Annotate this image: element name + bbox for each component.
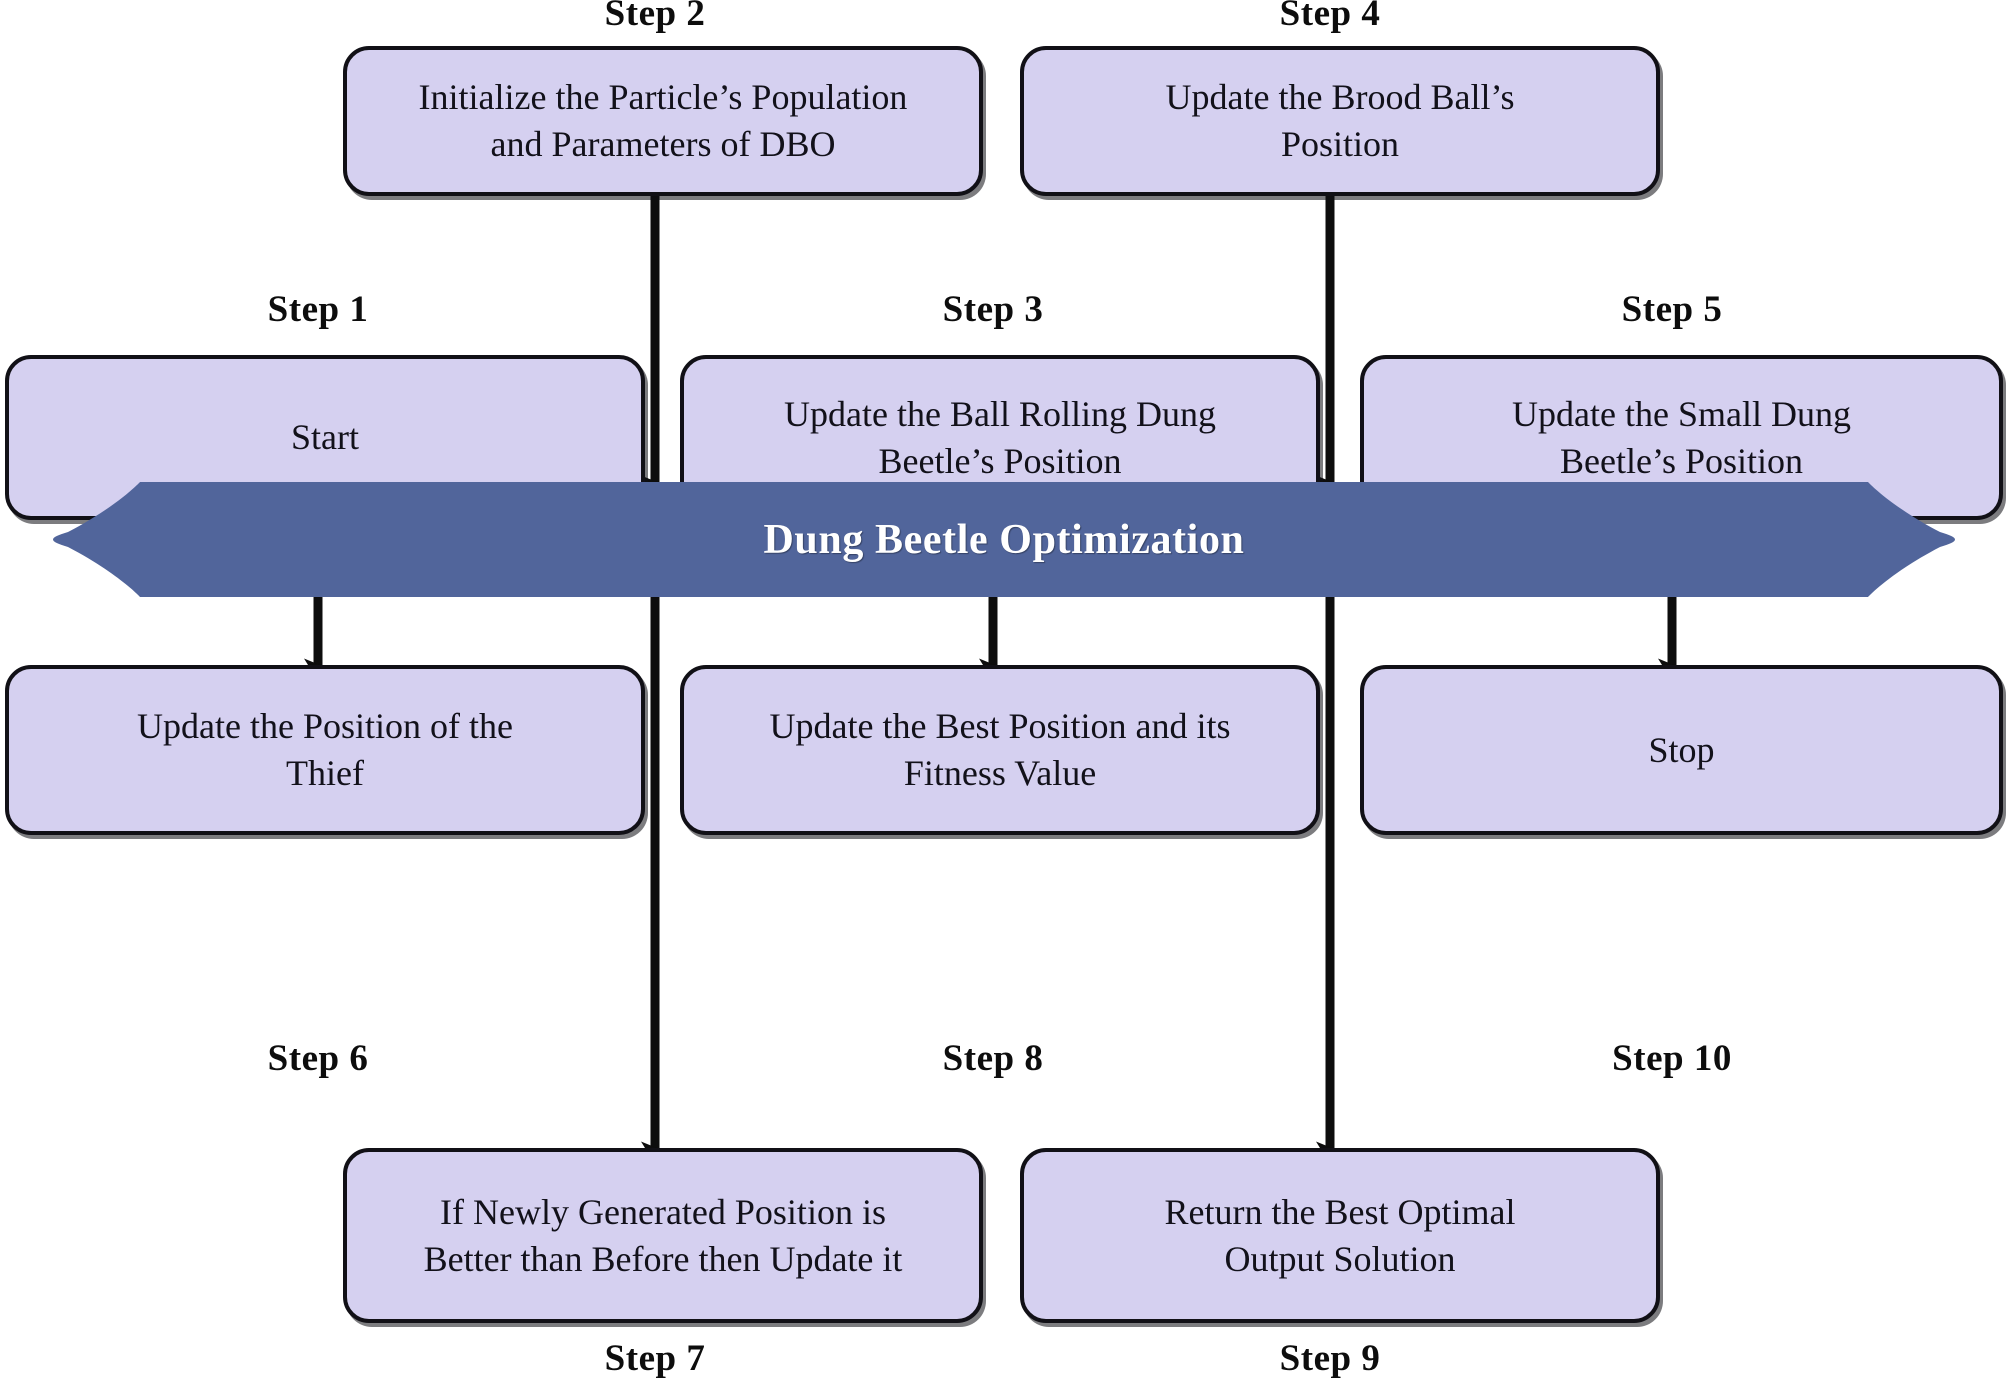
node-step2[interactable]: Initialize the Particle’s Population and… [343, 46, 983, 196]
node-step8-line2: Fitness Value [903, 753, 1097, 793]
node-step6[interactable]: Update the Position of the Thief [5, 665, 645, 835]
node-step10-line1: Stop [1648, 729, 1715, 770]
node-step5-line1: Update the Small Dung [1512, 393, 1851, 434]
node-step3-line1: Update the Ball Rolling Dung [784, 393, 1216, 434]
step-caption-step9: Step 9 [1279, 1338, 1381, 1379]
node-step9-line2: Output Solution [1224, 1238, 1456, 1279]
node-step7[interactable]: If Newly Generated Position is Better th… [343, 1148, 983, 1323]
node-step8[interactable]: Update the Best Position and its Fitness… [680, 665, 1320, 835]
node-step6-line1: Update the Position of the [137, 706, 513, 747]
node-step6-line2: Thief [286, 753, 364, 793]
node-step7-line1: If Newly Generated Position is [440, 1191, 886, 1232]
node-step2-line2: and Parameters of DBO [490, 124, 836, 164]
node-step9[interactable]: Return the Best Optimal Output Solution [1020, 1148, 1660, 1323]
node-step5-line2: Beetle’s Position [1560, 440, 1803, 481]
node-step10[interactable]: Stop [1360, 665, 2003, 835]
node-step3-line2: Beetle’s Position [878, 440, 1122, 481]
step-caption-step8: Step 8 [942, 1038, 1044, 1079]
step-caption-step1: Step 1 [267, 289, 369, 330]
node-step9-line1: Return the Best Optimal [1164, 1191, 1516, 1232]
banner-ribbon-shape [53, 482, 1955, 597]
node-step2-line1: Initialize the Particle’s Population [418, 77, 908, 118]
node-step8-line1: Update the Best Position and its [769, 706, 1231, 747]
node-step7-line2: Better than Before then Update it [423, 1238, 903, 1279]
step-caption-step10: Step 10 [1612, 1038, 1732, 1079]
step-caption-step4: Step 4 [1279, 0, 1381, 34]
step-caption-step2: Step 2 [604, 0, 706, 34]
step-caption-step6: Step 6 [267, 1038, 369, 1079]
node-step4[interactable]: Update the Brood Ball’s Position [1020, 46, 1660, 196]
banner-title: Dung Beetle Optimization [763, 516, 1245, 563]
step-caption-step3: Step 3 [942, 289, 1044, 330]
step-caption-step7: Step 7 [604, 1338, 706, 1379]
node-step4-line1: Update the Brood Ball’s [1165, 77, 1515, 118]
node-step1-line1: Start [291, 417, 359, 458]
central-banner: Dung Beetle Optimization [0, 482, 2008, 597]
node-step4-line2: Position [1280, 124, 1400, 164]
step-caption-step5: Step 5 [1621, 289, 1723, 330]
